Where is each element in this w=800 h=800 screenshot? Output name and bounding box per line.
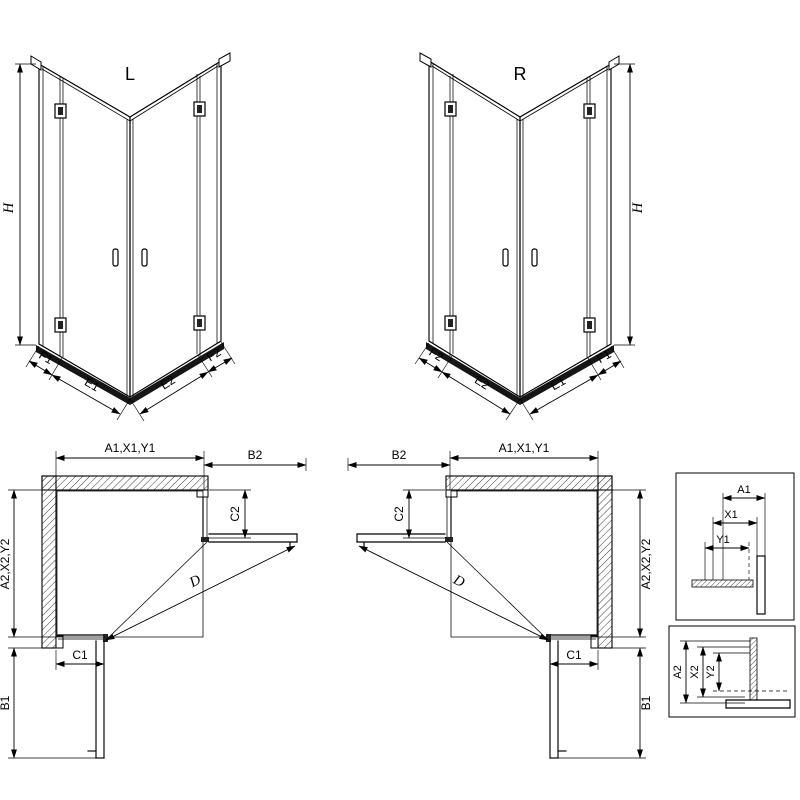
glass-section (691, 579, 754, 588)
dim-a1x1y1: A1,X1,Y1 (105, 441, 156, 455)
dim-f1: F1 (36, 348, 55, 367)
dim-b2: B2 (392, 448, 407, 462)
dim-c2: C2 (392, 506, 406, 522)
dim-a2: A2 (672, 665, 684, 678)
dim-e1: E1 (82, 375, 102, 395)
hinges-right-drawing (444, 101, 596, 333)
dim-b1: B1 (639, 695, 653, 710)
dim-f2: F2 (426, 345, 446, 364)
dim-x2: X2 (689, 665, 701, 678)
variant-label-right: R (514, 64, 527, 84)
wall-profile-top-right (218, 52, 231, 68)
detail-box-bottom: A2 X2 Y2 (668, 625, 796, 718)
wall-profile-section (691, 555, 766, 615)
wall-right (597, 475, 613, 649)
bottom-dimensions-right: F2 E2 E1 F1 (414, 342, 625, 421)
height-dim-label: H (630, 201, 646, 214)
dim-c2: C2 (228, 506, 242, 522)
height-dim-label: H (1, 201, 17, 214)
detail-box-top: A1 X1 Y1 (675, 472, 795, 621)
dim-c1: C1 (72, 648, 88, 662)
dimension-height-left: H (1, 63, 36, 346)
wall-profile-top-right (608, 55, 620, 71)
wall-end-profile (55, 635, 64, 649)
plan-view-left: D A1,X1,Y1 B2 C2 A2,X2,Y2 C1 B1 (0, 441, 307, 759)
dimension-height-right: H (614, 63, 646, 346)
wall-top (445, 475, 613, 491)
dim-y2: Y2 (705, 665, 717, 678)
handles-left-drawing (112, 248, 148, 267)
plan-left-dimensions: A1,X1,Y1 B2 C2 A2,X2,Y2 C1 B1 (0, 441, 307, 759)
bottom-fixed-and-door (57, 634, 108, 759)
plan-view-right: D A1,X1,Y1 B2 C2 A2,X2,Y2 C1 B1 (347, 441, 653, 759)
wall-left (41, 475, 57, 649)
dim-e1: E1 (548, 374, 568, 394)
bottom-dimensions-left: F1 E1 E2 F2 (25, 341, 236, 422)
dim-b1: B1 (0, 695, 12, 710)
dim-e2: E2 (158, 373, 178, 393)
wall-profile-top-left (30, 55, 42, 71)
dim-x1: X1 (724, 509, 737, 521)
wall-top (41, 475, 209, 491)
glass-panels-left (38, 59, 222, 399)
dim-y1: Y1 (716, 534, 729, 546)
hinges-left-drawing (54, 101, 206, 333)
dim-a1: A1 (737, 484, 750, 496)
perspective-left-drawing: L (1, 52, 236, 422)
plan-right-dimensions: A1,X1,Y1 B2 C2 A2,X2,Y2 C1 B1 (347, 441, 653, 759)
dim-c1: C1 (566, 648, 582, 662)
glass-section (749, 637, 758, 701)
glass-panels-right (428, 59, 612, 399)
right-fixed-and-door (201, 496, 298, 551)
variant-label-left: L (125, 64, 135, 84)
dim-a1x1y1: A1,X1,Y1 (499, 441, 550, 455)
dim-a2x2y2: A2,X2,Y2 (0, 538, 12, 589)
perspective-right-drawing: R (414, 52, 646, 421)
dim-f1: F1 (594, 347, 613, 366)
wall-end-profile (590, 635, 599, 649)
handles-right-drawing (502, 248, 538, 267)
dim-a2x2y2: A2,X2,Y2 (639, 538, 653, 589)
dim-e2: E2 (472, 373, 492, 393)
wall-profile-top-left (419, 52, 432, 68)
bottom-fixed-and-door (546, 634, 597, 759)
dim-b2: B2 (248, 448, 263, 462)
floor-profile-section (725, 637, 791, 709)
dim-f2: F2 (204, 345, 224, 364)
